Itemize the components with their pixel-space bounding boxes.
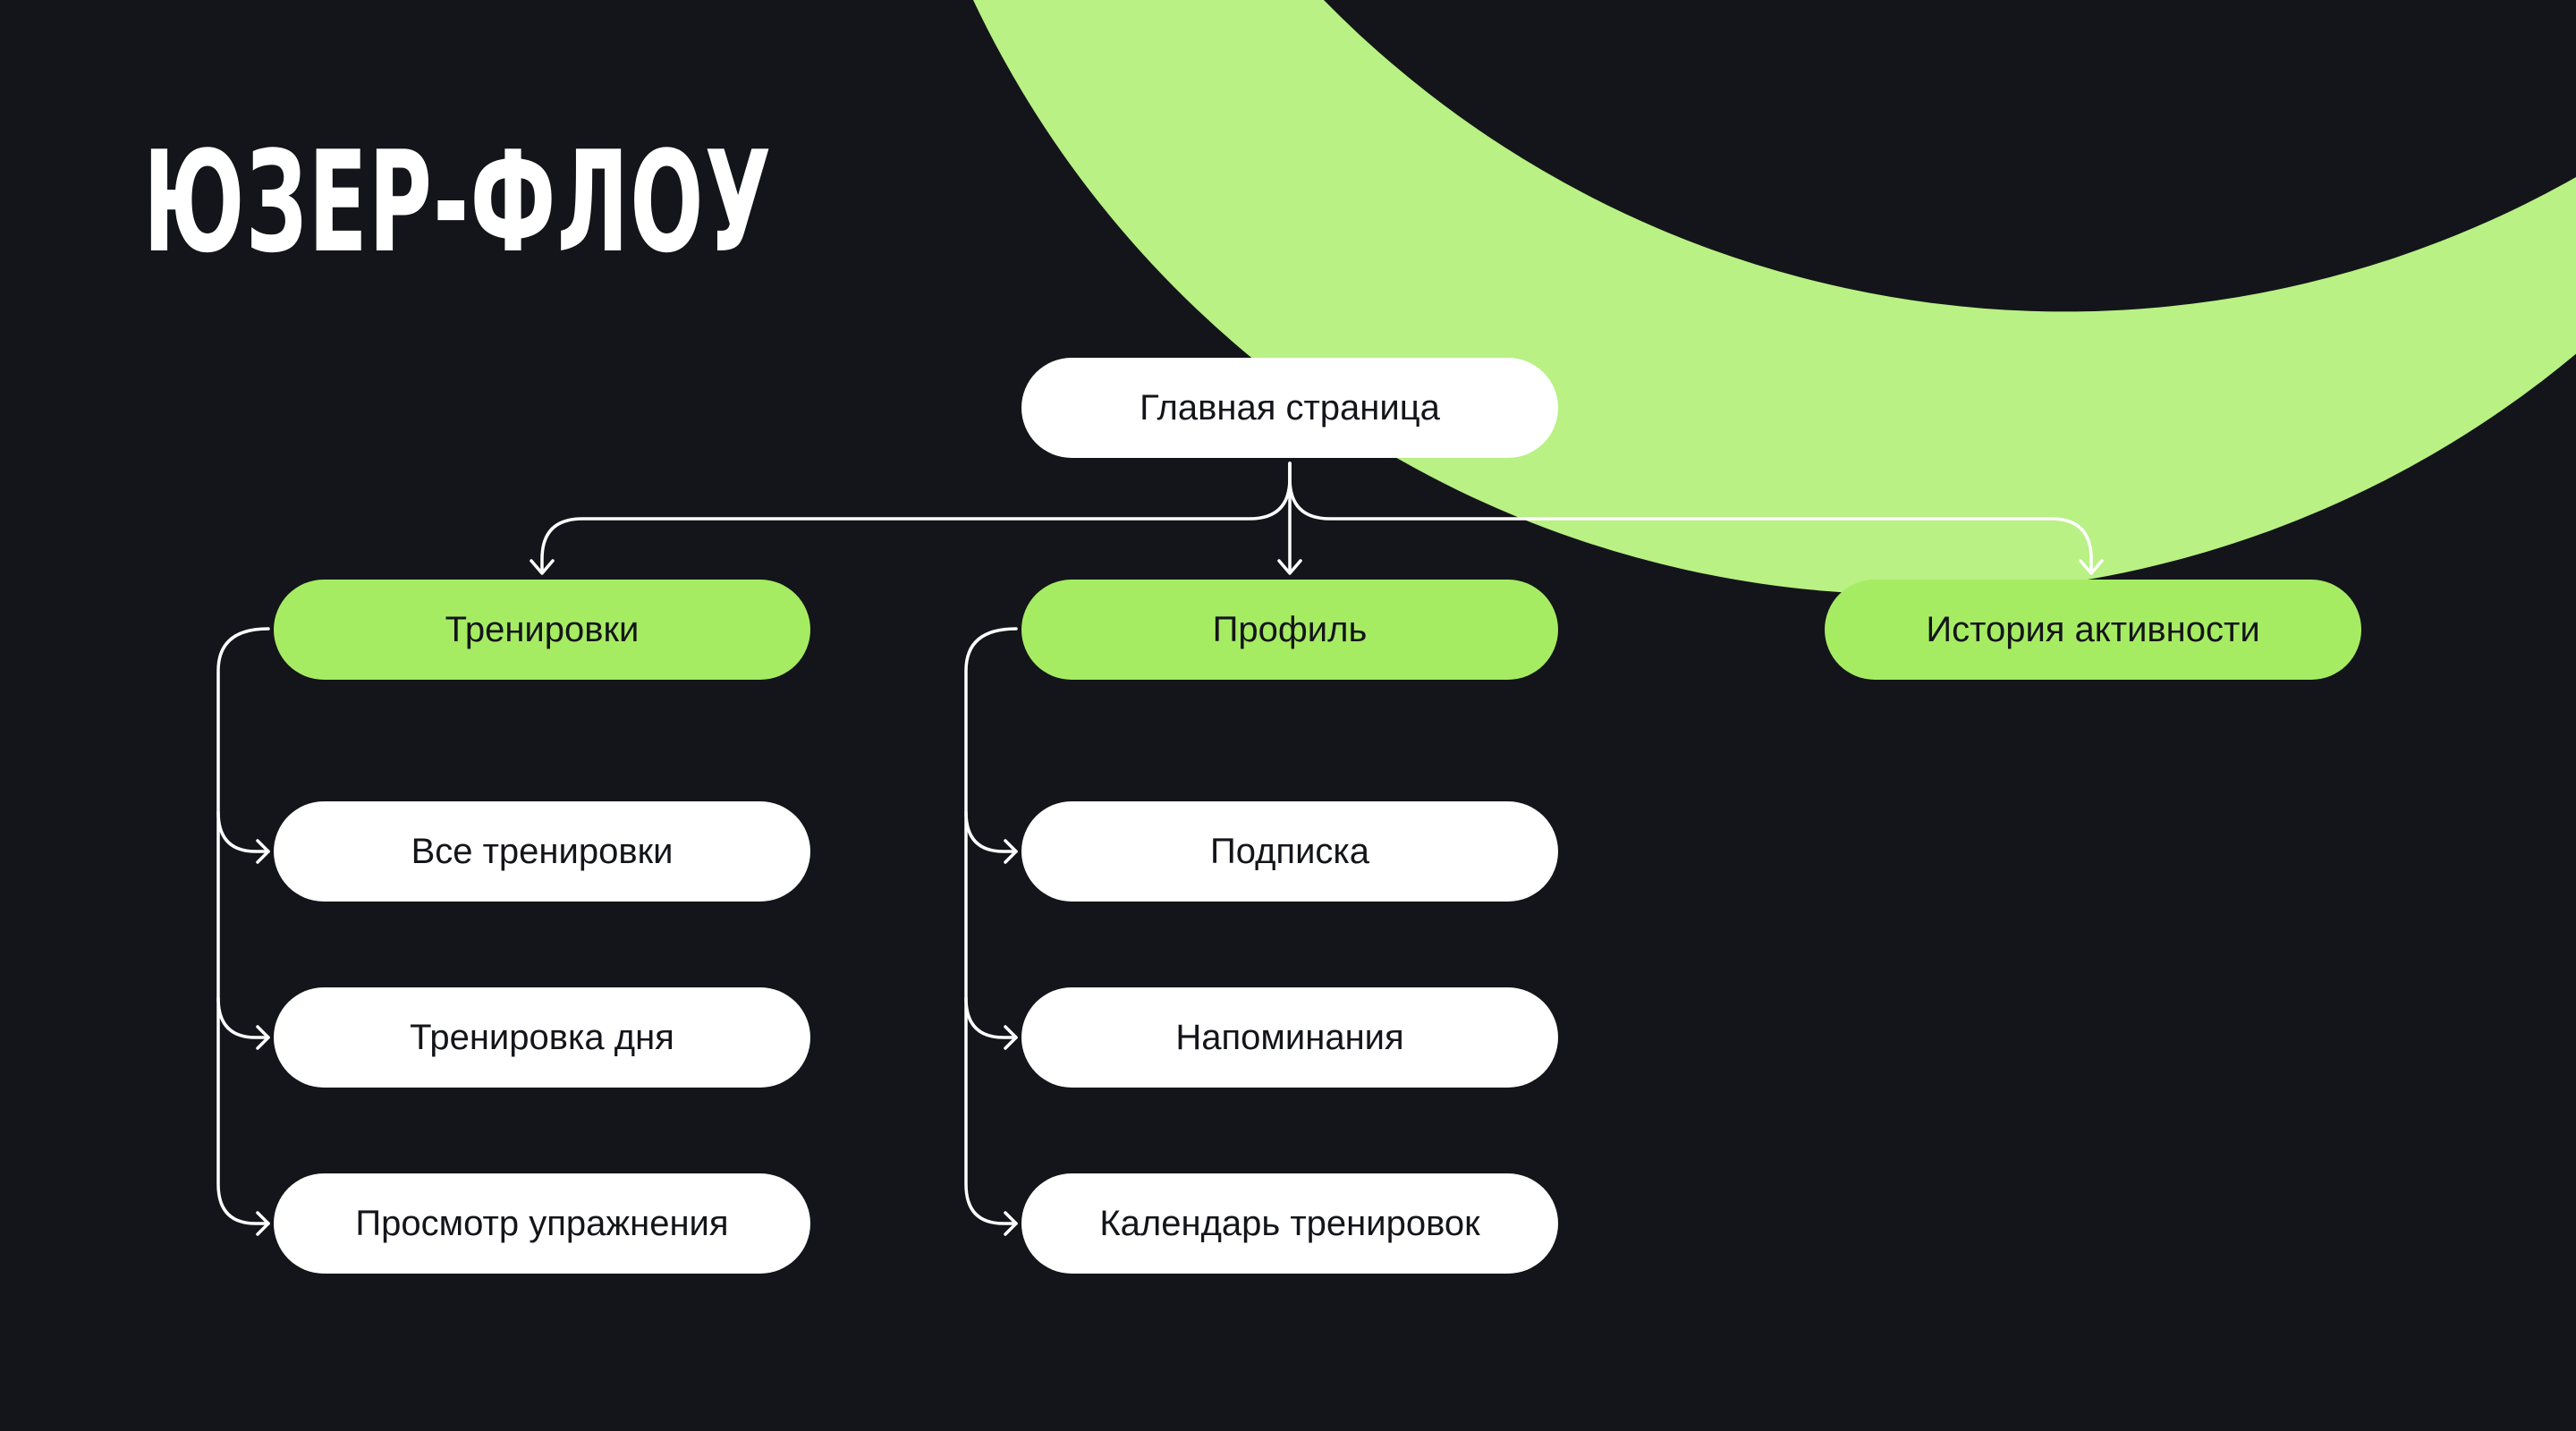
node-profile: Профиль [1021, 580, 1558, 680]
node-all-trainings-label: Все тренировки [411, 831, 674, 871]
arrowhead-trainings [530, 559, 555, 575]
node-reminders-label: Напоминания [1175, 1017, 1404, 1057]
arrowhead-trainings-child-1 [256, 839, 270, 864]
node-activity-history: История активности [1825, 580, 2361, 680]
node-subscription: Подписка [1021, 801, 1558, 902]
connector-root-to-history [1288, 461, 2093, 574]
node-all-trainings: Все тренировки [274, 801, 810, 902]
connector-trainings-child-1 [216, 810, 270, 853]
node-profile-label: Профиль [1212, 609, 1368, 649]
connector-root-to-trainings [540, 461, 1292, 574]
node-subscription-label: Подписка [1209, 831, 1370, 871]
node-activity-history-label: История активности [1926, 609, 2260, 649]
connector-trainings-child-2 [216, 996, 270, 1039]
node-training-of-day: Тренировка дня [274, 987, 810, 1088]
dark-arc-cutout [1324, 0, 2576, 312]
connector-profile-child-1 [964, 810, 1018, 853]
arrowhead-profile-child-1 [1004, 839, 1018, 864]
node-trainings-label: Тренировки [445, 609, 640, 649]
node-main-page-label: Главная страница [1140, 387, 1440, 428]
connector-profile-child-2 [964, 996, 1018, 1039]
page-title: ЮЗЕР-ФЛОУ [143, 121, 773, 284]
node-exercise-view: Просмотр упражнения [274, 1173, 810, 1274]
arrowhead-profile-child-2 [1004, 1025, 1018, 1050]
arrowhead-profile-child-3 [1004, 1211, 1018, 1236]
node-training-calendar: Календарь тренировок [1021, 1173, 1558, 1274]
node-main-page: Главная страница [1021, 358, 1558, 458]
node-training-calendar-label: Календарь тренировок [1099, 1203, 1480, 1243]
connector-trainings-trunk [216, 627, 270, 1225]
node-trainings: Тренировки [274, 580, 810, 680]
node-exercise-view-label: Просмотр упражнения [355, 1203, 729, 1243]
connector-profile-trunk [964, 627, 1018, 1225]
node-training-of-day-label: Тренировка дня [410, 1017, 674, 1057]
node-reminders: Напоминания [1021, 987, 1558, 1088]
arrowhead-profile [1277, 559, 1302, 575]
arrowhead-history [2079, 559, 2104, 575]
arrowhead-trainings-child-3 [256, 1211, 270, 1236]
arrowhead-trainings-child-2 [256, 1025, 270, 1050]
